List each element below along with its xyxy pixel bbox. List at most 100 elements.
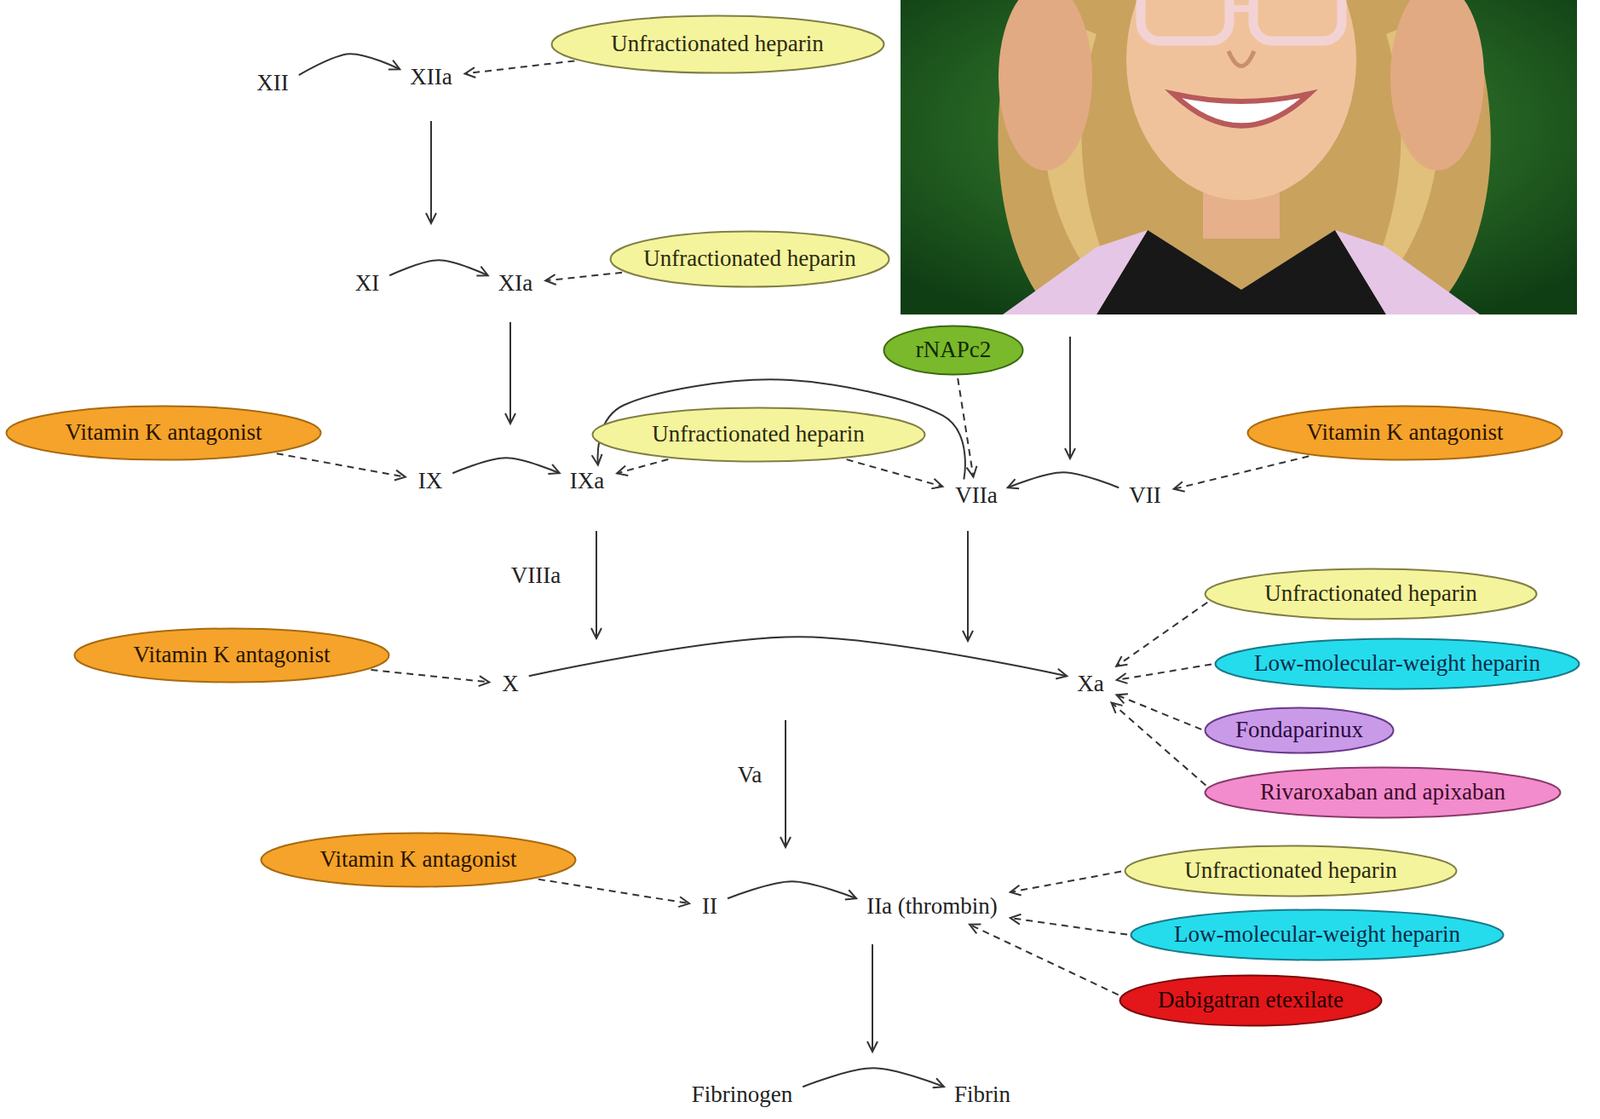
activation-arrow [727, 880, 857, 898]
drug-name: Low-molecular-weight heparin [1174, 920, 1461, 948]
ellipse-shape [261, 833, 576, 887]
inhibition-arrow [1116, 694, 1203, 729]
inhibition-arrow [545, 272, 622, 281]
drug-name: Dabigatran etexilate [1157, 986, 1344, 1013]
drug-ellipse: Unfractionated heparin [1123, 844, 1458, 898]
factor-node: Fibrin [943, 1077, 1021, 1111]
factor-name: Fibrin [954, 1081, 1011, 1108]
drug-ellipse: Vitamin K antagonist [73, 627, 391, 684]
factor-node: Fibrinogen [681, 1077, 804, 1111]
drug-name: Unfractionated heparin [1184, 857, 1398, 884]
inhibition-arrow [969, 924, 1119, 996]
factor-node: XIa [488, 266, 543, 300]
factor-node: II [691, 889, 728, 923]
drug-name: Unfractionated heparin [651, 420, 865, 448]
ellipse-shape [610, 231, 890, 288]
inhibition-arrow [538, 879, 690, 904]
nose [1228, 51, 1255, 67]
factor-name: IX [418, 467, 444, 495]
drug-ellipse: Vitamin K antagonist [5, 404, 323, 461]
factor-name: XI [355, 270, 380, 297]
factor-name: XIa [498, 270, 533, 297]
drug-ellipse: Unfractionated heparin [591, 406, 927, 463]
drug-ellipse: Dabigatran etexilate [1118, 973, 1383, 1027]
inhibition-arrow [1116, 602, 1208, 667]
activation-arrow [509, 322, 512, 424]
activation-arrow [1007, 471, 1120, 488]
activation-arrow [802, 1067, 944, 1087]
activation-arrow [452, 457, 560, 473]
drug-name: Vitamin K antagonist [1306, 419, 1504, 446]
inhibition-arrow [846, 459, 944, 487]
inhibition-arrow [465, 60, 576, 74]
shirt [1002, 230, 1148, 315]
ellipse-shape [1131, 909, 1504, 961]
drug-ellipse: Low-molecular-weight heparin [1129, 908, 1505, 962]
ellipse-shape [1120, 975, 1382, 1026]
activation-arrow [784, 719, 787, 847]
drug-ellipse: Vitamin K antagonist [259, 831, 577, 888]
face [1126, 0, 1357, 201]
drug-ellipse: Unfractionated heparin [550, 14, 886, 75]
factor-name: IIa (thrombin) [866, 892, 998, 920]
drug-ellipse: Vitamin K antagonist [1246, 404, 1564, 461]
drug-ellipse: Unfractionated heparin [609, 230, 891, 288]
inhibition-arrow [276, 453, 406, 478]
drug-ellipse: Rivaroxaban and apixaban [1203, 765, 1562, 819]
drug-name: Rivaroxaban and apixaban [1260, 778, 1506, 806]
pathway-arrows [431, 120, 1071, 1052]
drug-ellipse: Fondaparinux [1203, 706, 1395, 754]
drug-name: Unfractionated heparin [643, 245, 857, 272]
activation-arrow [1069, 336, 1071, 459]
inhibition-arrow [1010, 917, 1128, 935]
drug-name: Vitamin K antagonist [320, 846, 518, 873]
inhibition-arrow [1010, 871, 1122, 893]
collar [1096, 230, 1387, 315]
glasses-bridge [1229, 5, 1254, 12]
ellipse-shape [1205, 767, 1561, 818]
factor-name: II [702, 892, 718, 920]
factor-node: IIa (thrombin) [856, 889, 1008, 923]
cofactor-label: Va [737, 761, 763, 789]
inhibition-arrow [370, 669, 490, 682]
inhibition-arrow [616, 459, 668, 473]
inhibition-arrow [1111, 702, 1207, 785]
ellipse-shape [1215, 638, 1580, 690]
smile [1173, 93, 1310, 127]
ellipse-shape [551, 16, 884, 74]
activation-arrow [871, 943, 874, 1052]
ellipse-shape [1205, 569, 1537, 620]
drug-ellipse: rNAPc2 [882, 324, 1025, 376]
ellipse-shape [1125, 846, 1457, 897]
inhibition-arrow [1116, 663, 1212, 680]
factor-node: VII [1118, 478, 1171, 513]
ellipse-shape [74, 628, 390, 683]
drug-name: Unfractionated heparin [610, 30, 824, 58]
factor-node: XI [345, 266, 391, 300]
drug-name: Vitamin K antagonist [65, 419, 263, 446]
factor-name: VIIa [955, 482, 997, 509]
ellipse-shape [1248, 406, 1563, 461]
factor-node: X [491, 667, 530, 701]
drug-name: Unfractionated heparin [1264, 580, 1478, 607]
glasses [1253, 0, 1342, 41]
drug-name: rNAPc2 [915, 336, 992, 363]
drug-ellipse: Unfractionated heparin [1203, 567, 1538, 621]
shirt [1335, 230, 1480, 315]
factor-node: VIIa [944, 478, 1008, 513]
photo-illustration [900, 0, 1577, 315]
cofactor-label: VIIIa [511, 562, 561, 589]
factor-name: X [501, 670, 519, 697]
factor-node: IXa [559, 464, 615, 498]
inhibition-arrow [1174, 455, 1310, 489]
glasses [1140, 0, 1230, 41]
factor-node: IX [408, 464, 454, 498]
factor-node: Xa [1066, 667, 1114, 701]
drug-name: Fondaparinux [1235, 716, 1364, 743]
activation-arrow [299, 53, 401, 75]
activation-arrow [529, 636, 1068, 676]
factor-name: XII [256, 69, 288, 97]
activation-arrow [595, 530, 598, 639]
factor-name: XIIa [409, 63, 452, 91]
